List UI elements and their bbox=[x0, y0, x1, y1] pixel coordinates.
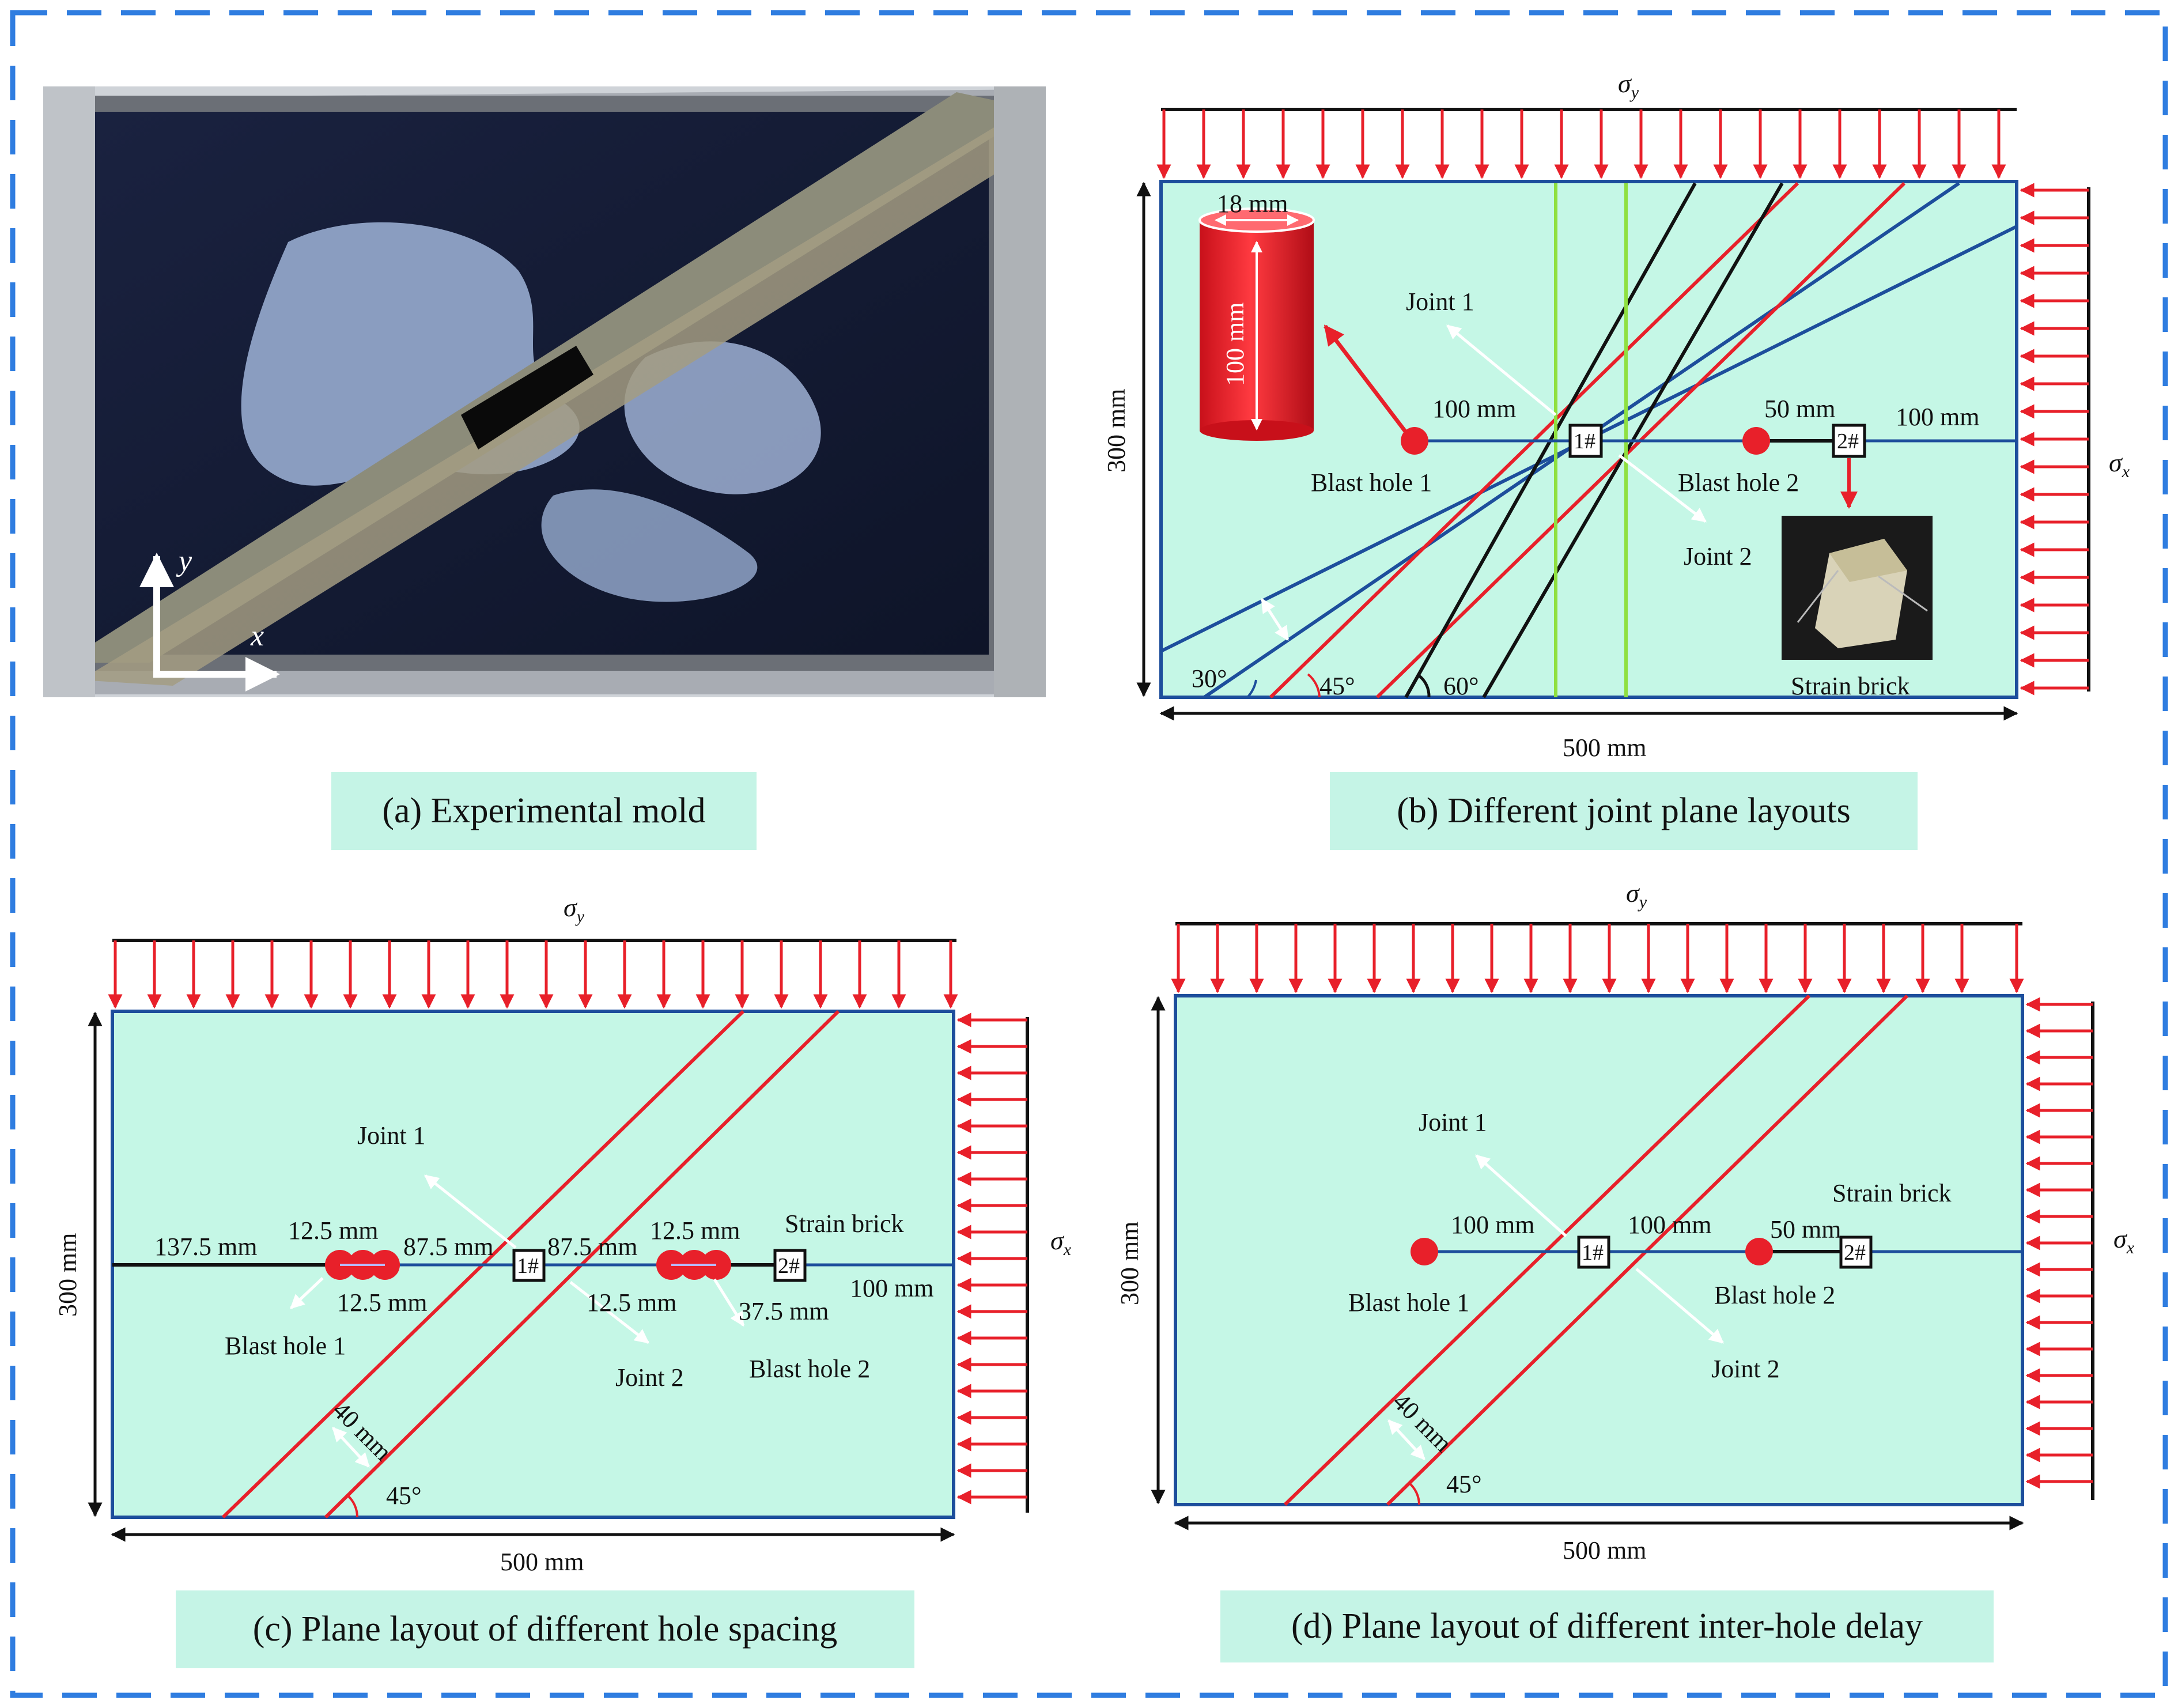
joint1-label-c: Joint 1 bbox=[357, 1121, 426, 1150]
width-label-b: 500 mm bbox=[1563, 734, 1646, 762]
strain-brick-label-b: Strain brick bbox=[1791, 672, 1910, 700]
gauge-1-d bbox=[1577, 1235, 1610, 1269]
d3-label-d: 50 mm bbox=[1770, 1215, 1841, 1244]
diameter-label: 18 mm bbox=[1217, 190, 1288, 218]
angle-label-d: 45° bbox=[1446, 1470, 1482, 1498]
dist2-label-b: 50 mm bbox=[1764, 395, 1835, 423]
joint2-label-b: Joint 2 bbox=[1684, 542, 1752, 570]
width-label-c: 500 mm bbox=[500, 1548, 584, 1576]
height-label-b: 300 mm bbox=[1102, 389, 1130, 473]
hole2-label-c: Blast hole 2 bbox=[749, 1355, 870, 1383]
brick-label-c: Strain brick bbox=[785, 1210, 904, 1238]
length-label: 100 mm bbox=[1221, 303, 1249, 386]
dist3-label-b: 100 mm bbox=[1896, 403, 1979, 431]
gauge-1-c bbox=[512, 1249, 546, 1282]
blast-hole-1-d bbox=[1411, 1238, 1438, 1265]
joint1-label-b: Joint 1 bbox=[1406, 288, 1474, 316]
axis-y-label: y bbox=[176, 545, 192, 577]
gauge2-text-b: 2# bbox=[1837, 429, 1859, 454]
sigma-x-d: σx bbox=[2113, 1224, 2135, 1257]
blast-hole-1-b bbox=[1401, 427, 1428, 455]
d4-label-c: 87.5 mm bbox=[547, 1233, 637, 1261]
gauge1-text-c: 1# bbox=[517, 1254, 539, 1278]
dist1-label-b: 100 mm bbox=[1432, 395, 1516, 423]
angle60-label: 60° bbox=[1443, 672, 1479, 700]
sigma-y-b: σy bbox=[1618, 69, 1639, 102]
height-label-d: 300 mm bbox=[1116, 1222, 1144, 1305]
gauge-1-b bbox=[1568, 424, 1603, 458]
d7-label-c: 12.5 mm bbox=[587, 1288, 676, 1317]
gauge1-text-b: 1# bbox=[1574, 429, 1595, 454]
d9-label-c: 100 mm bbox=[850, 1274, 933, 1302]
joint1-label-d: Joint 1 bbox=[1419, 1108, 1487, 1136]
d2-label-c: 12.5 mm bbox=[288, 1216, 378, 1245]
angle30-label: 30° bbox=[1192, 664, 1227, 693]
caption-c: (c) Plane layout of different hole spaci… bbox=[176, 1590, 914, 1668]
brick-label-d: Strain brick bbox=[1832, 1179, 1952, 1207]
d6-label-c: 12.5 mm bbox=[337, 1288, 427, 1317]
hole1-label-b: Blast hole 1 bbox=[1311, 468, 1432, 497]
gauge1-text-d: 1# bbox=[1582, 1241, 1604, 1265]
panel-b-diagram: σy σx 500 mm 300 mm 18 mm 100 mm Joint 1… bbox=[1102, 69, 2130, 762]
gauge2-text-c: 2# bbox=[778, 1254, 800, 1278]
sigma-x-c: σx bbox=[1050, 1226, 1072, 1259]
caption-a: (a) Experimental mold bbox=[331, 772, 757, 850]
sigma-x-b: σx bbox=[2109, 448, 2130, 481]
angle-label-c: 45° bbox=[386, 1482, 422, 1510]
d3-label-c: 87.5 mm bbox=[403, 1233, 493, 1261]
d2-label-d: 100 mm bbox=[1628, 1211, 1711, 1239]
panel-c-diagram: σy σx 500 mm 300 mm Joint 1 Joint 2 Blas… bbox=[54, 893, 1072, 1576]
height-label-c: 300 mm bbox=[54, 1233, 82, 1317]
axis-x-label: x bbox=[250, 619, 264, 652]
blast-hole-2-b bbox=[1742, 427, 1770, 455]
caption-b: (b) Different joint plane layouts bbox=[1330, 772, 1918, 850]
gauge-2-c bbox=[773, 1249, 807, 1282]
dashed-border bbox=[10, 10, 2168, 1698]
blast-hole-2-d bbox=[1745, 1238, 1773, 1265]
d8-label-c: 37.5 mm bbox=[739, 1297, 829, 1325]
joint2-label-d: Joint 2 bbox=[1711, 1355, 1780, 1383]
gauge-2-b bbox=[1832, 424, 1866, 458]
d1-label-c: 137.5 mm bbox=[154, 1233, 257, 1261]
gauge-2-d bbox=[1839, 1235, 1873, 1269]
d5-label-c: 12.5 mm bbox=[650, 1216, 740, 1245]
hole2-label-d: Blast hole 2 bbox=[1714, 1281, 1835, 1309]
angle45-label-b: 45° bbox=[1319, 672, 1355, 700]
hole1-label-d: Blast hole 1 bbox=[1348, 1288, 1469, 1317]
d1-label-d: 100 mm bbox=[1451, 1211, 1534, 1239]
sigma-y-d: σy bbox=[1626, 878, 1647, 912]
sigma-y-c: σy bbox=[564, 893, 585, 926]
panel-d-diagram: σy σx 500 mm 300 mm Joint 1 Joint 2 Blas… bbox=[1116, 878, 2135, 1565]
joint2-label-c: Joint 2 bbox=[615, 1363, 684, 1392]
hole2-label-b: Blast hole 2 bbox=[1678, 468, 1799, 497]
gauge2-text-d: 2# bbox=[1844, 1241, 1866, 1265]
width-label-d: 500 mm bbox=[1563, 1536, 1646, 1565]
photo-experimental-mold: y x bbox=[43, 86, 1046, 697]
hole1-label-c: Blast hole 1 bbox=[225, 1332, 346, 1360]
caption-d: (d) Plane layout of different inter-hole… bbox=[1220, 1590, 1994, 1662]
